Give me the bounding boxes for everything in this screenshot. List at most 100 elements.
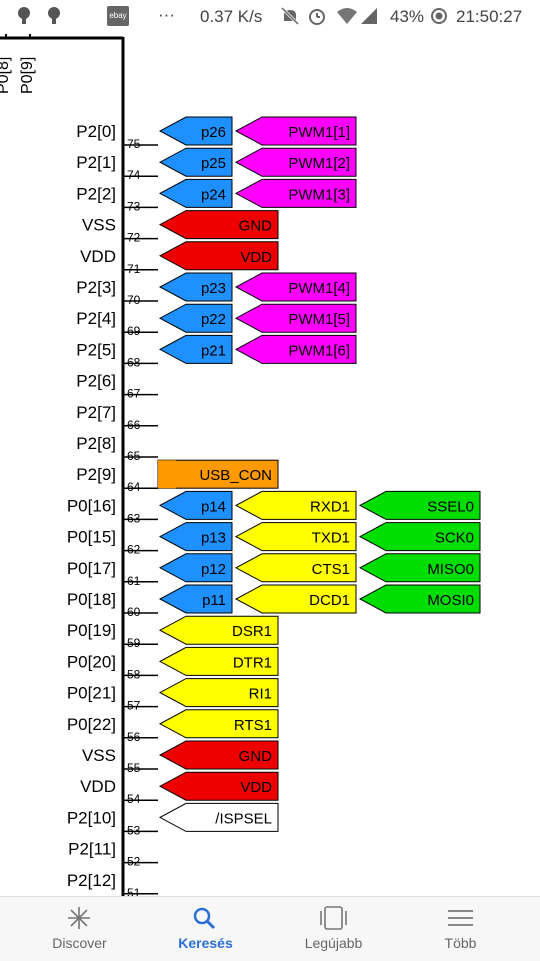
pin-name-label: P2[0] [76,122,116,141]
discover-icon [12,905,147,931]
ispsel-function-label: /ISPSEL [215,810,272,827]
pin-number-label: 56 [127,730,141,744]
pin-name-label: VSS [82,746,116,765]
uart-function-label: RXD1 [310,498,350,515]
pin-number-label: 58 [127,667,141,681]
mbed-pin-label: p11 [202,592,226,609]
uart-function-shape [234,553,357,583]
gnd-function-shape [158,740,279,770]
pwm-function-label: PWM1[3] [288,186,350,203]
pwm-function-shape [234,334,357,364]
ssp-function-shape [358,553,481,583]
usb-con-function-label: USB_CON [199,467,272,484]
pin-name-label: P2[6] [76,372,116,391]
mbed-pin-label: p23 [201,280,226,297]
ebay-notification-icon: ebay [107,6,129,26]
pin-name-label: VDD [80,777,116,796]
mbed-pin-label: p13 [201,530,226,547]
pin-number-label: 66 [127,418,141,432]
top-pin-label: P0[8] [0,57,12,94]
bottom-navigation: Discover Keresés Legújabb [0,896,540,961]
pin-number-label: 63 [127,511,141,525]
mbed-pin-shape [158,147,233,177]
uart-extra-function-label: DTR1 [233,654,272,671]
uart-extra-function-shape [158,709,279,739]
search-icon [138,905,273,931]
mbed-pin-shape [158,116,233,146]
pin-number-label: 71 [127,262,141,276]
pin-number-label: 70 [127,293,141,307]
lightbulb-icon [48,7,60,24]
mbed-pin-label: p14 [201,498,226,515]
alarm-icon [307,6,327,31]
pin-name-label: P2[1] [76,153,116,172]
pin-number-label: 61 [127,574,141,588]
pin-number-label: 69 [127,324,141,338]
nav-latest[interactable]: Legújabb [266,897,401,961]
gnd-function-shape [158,210,279,240]
ssp-function-shape [358,522,481,552]
usb-con-function-shape [157,459,279,489]
uart-extra-function-label: DSR1 [232,623,272,640]
uart-function-label: CTS1 [312,561,350,578]
clock: 21:50:27 [456,7,523,26]
pwm-function-label: PWM1[6] [288,342,350,359]
uart-extra-function-shape [158,615,279,645]
uart-extra-function-shape [158,678,279,708]
pin-number-label: 64 [127,480,141,494]
top-pin-label: P0[9] [19,57,36,94]
mbed-pin-shape [158,522,233,552]
signal-icon [360,6,378,31]
uart-function-label: DCD1 [309,592,350,609]
ssp-function-shape [358,490,481,520]
nav-more[interactable]: Több [393,897,528,961]
pin-name-label: P2[2] [76,184,116,203]
vdd-function-label: VDD [240,779,272,796]
ssp-function-shape [358,584,481,614]
pin-number-label: 59 [127,636,141,650]
mbed-pin-shape [158,272,233,302]
pin-name-label: P0[15] [67,528,116,547]
pin-name-label: P2[8] [76,434,116,453]
nav-discover-label: Discover [52,935,107,951]
uart-function-shape [234,584,357,614]
gnd-function-label: GND [239,748,273,765]
ssp-function-label: SSEL0 [427,498,474,515]
status-bar: ebay ··· 0.37 K/s 43% 21:50:27 [0,0,540,34]
pin-name-label: P0[16] [67,496,116,515]
mbed-pin-shape [158,334,233,364]
nav-search-label: Keresés [178,935,233,951]
pin-number-label: 73 [127,199,141,213]
pin-name-label: P2[12] [67,871,116,890]
pin-name-label: VSS [82,216,116,235]
ispsel-function-shape [158,802,279,832]
pwm-function-label: PWM1[5] [288,311,350,328]
pin-name-label: P2[5] [76,340,116,359]
pin-name-label: P2[7] [76,403,116,422]
pwm-function-shape [234,116,357,146]
pin-number-label: 60 [127,605,141,619]
battery-saver-icon [430,6,448,31]
pin-number-label: 51 [127,886,141,896]
mbed-pin-shape [158,303,233,333]
nav-search[interactable]: Keresés [138,897,273,961]
uart-function-shape [234,490,357,520]
mbed-pin-label: p26 [201,124,226,141]
pwm-function-label: PWM1[1] [288,124,350,141]
nav-discover[interactable]: Discover [12,897,147,961]
pwm-function-shape [234,272,357,302]
pwm-function-label: PWM1[4] [288,280,350,297]
pin-number-label: 53 [127,823,141,837]
wifi-icon [336,6,358,31]
mbed-pin-shape [158,178,233,208]
vdd-function-label: VDD [240,249,272,266]
pin-number-label: 67 [127,387,141,401]
pin-name-label: P2[11] [68,840,116,859]
pin-number-label: 62 [127,543,141,557]
pin-name-label: VDD [80,247,116,266]
mbed-pin-label: p25 [201,155,226,172]
mbed-pin-label: p24 [201,186,226,203]
pin-name-label: P2[10] [67,808,116,827]
pin-number-label: 52 [127,855,141,869]
pin-name-label: P0[19] [67,621,116,640]
